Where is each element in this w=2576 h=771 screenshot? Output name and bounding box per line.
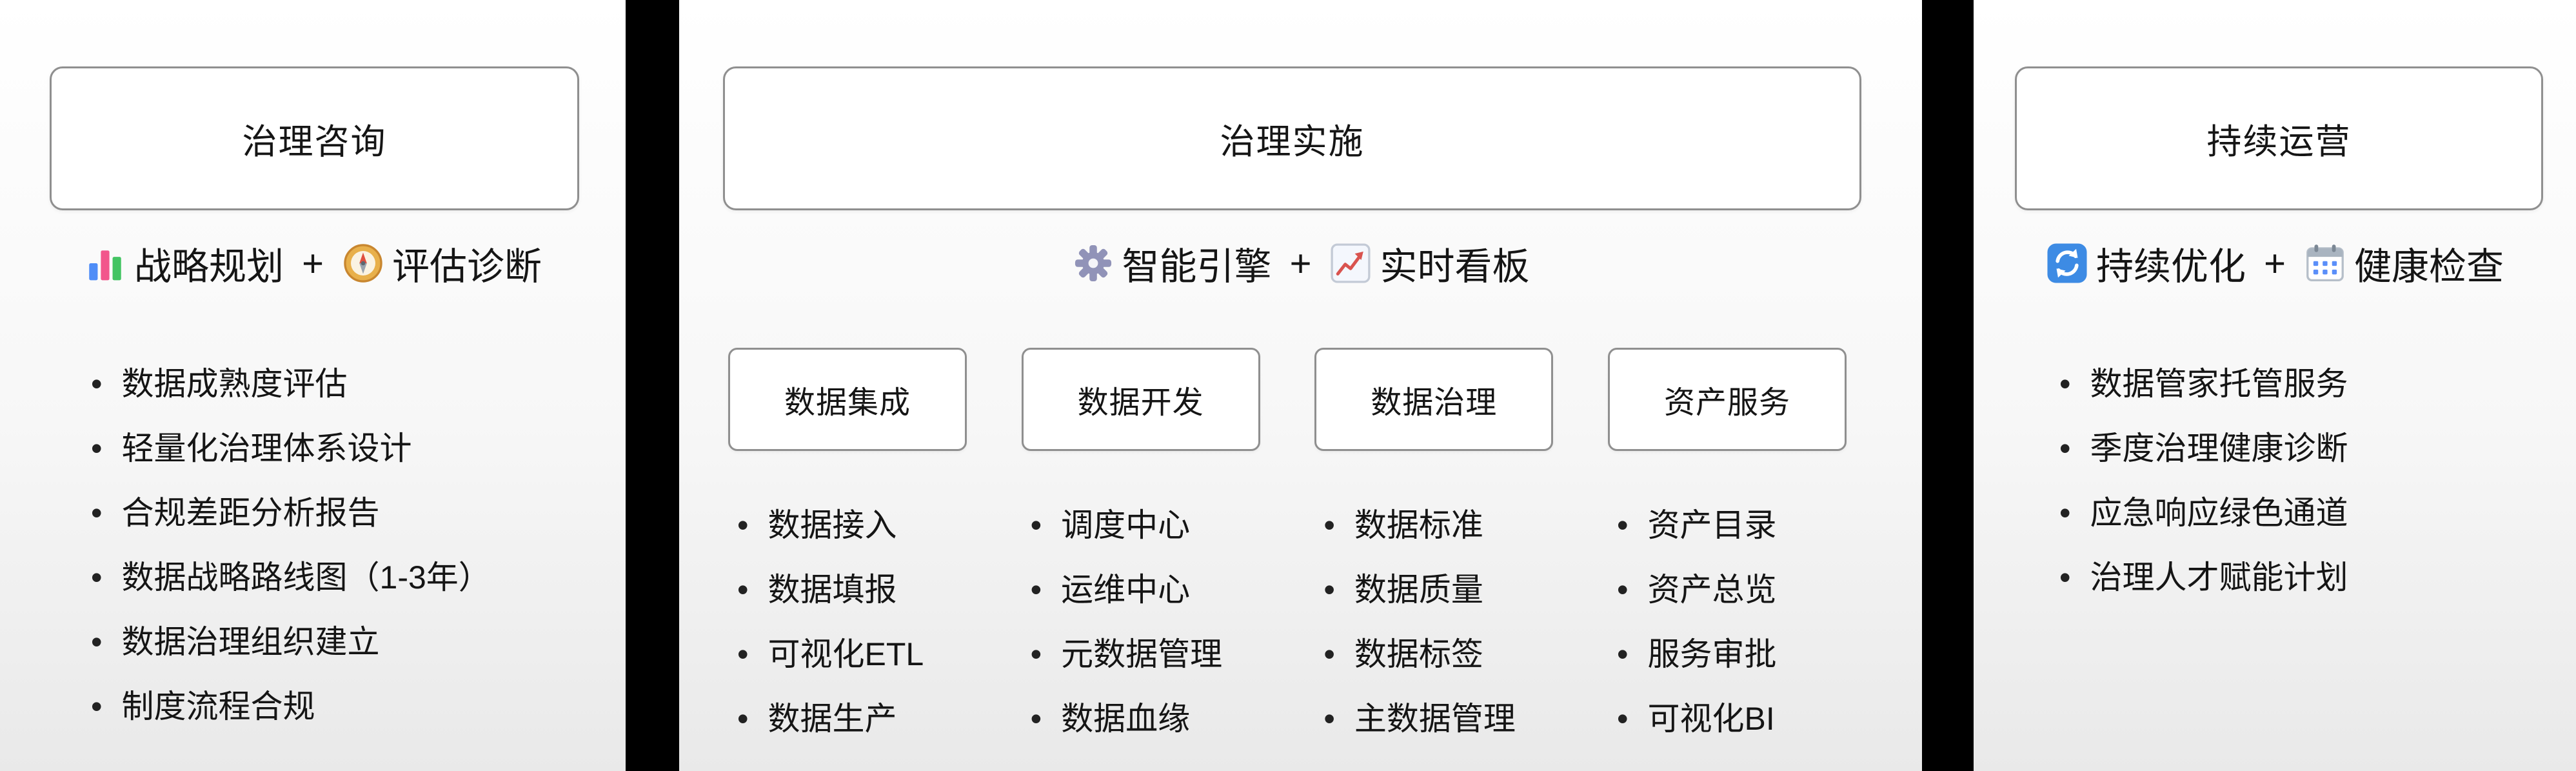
refresh-icon [2046, 242, 2088, 285]
calendar-icon [2304, 242, 2346, 285]
subtitle-label: 智能引擎 [1122, 246, 1272, 288]
gear-icon [1072, 242, 1115, 285]
list-item: 数据治理组织建立 [91, 623, 491, 661]
list-item: 调度中心 [1031, 506, 1260, 545]
list-item: 数据填报 [737, 570, 967, 609]
list-item: 数据成熟度评估 [91, 365, 491, 403]
list-item: 数据血缘 [1031, 699, 1260, 738]
column-list: 调度中心 运维中心 元数据管理 数据血缘 [1022, 506, 1260, 738]
subtitle-label: 实时看板 [1380, 246, 1530, 288]
column-header-box: 资产服务 [1607, 348, 1847, 451]
consulting-subtitle: 战略规划 + 评估诊断 [0, 240, 626, 288]
list-item: 制度流程合规 [91, 687, 491, 726]
list-item: 数据生产 [737, 699, 967, 738]
list-item: 合规差距分析报告 [91, 494, 491, 532]
list-item: 季度治理健康诊断 [2059, 429, 2348, 468]
panel-title: 治理咨询 [242, 123, 387, 161]
implementation-title-box: 治理实施 [723, 66, 1861, 210]
list-item: 可视化BI [1617, 699, 1847, 738]
column-data-governance: 数据治理 数据标准 数据质量 数据标签 主数据管理 [1314, 348, 1554, 764]
column-header: 数据治理 [1371, 386, 1498, 420]
list-item: 数据管家托管服务 [2059, 365, 2348, 403]
list-item: 数据接入 [737, 506, 967, 545]
list-item: 资产总览 [1617, 570, 1847, 609]
column-header-box: 数据治理 [1314, 348, 1554, 451]
column-asset-services: 资产服务 资产目录 资产总览 服务审批 可视化BI [1607, 348, 1847, 764]
panel-continuous-operation: 持续运营 持续优化 + [1974, 0, 2576, 771]
list-item: 资产目录 [1617, 506, 1847, 545]
panel-governance-consulting: 治理咨询 战略规划 + 评估诊断 数据成熟度评估 轻量化治理体系设计 合规差距分… [0, 0, 626, 771]
compass-icon [342, 242, 384, 285]
consulting-list: 数据成熟度评估 轻量化治理体系设计 合规差距分析报告 数据战略路线图（1-3年）… [91, 365, 491, 752]
list-item: 数据战略路线图（1-3年） [91, 558, 491, 597]
subtitle-label: 评估诊断 [391, 246, 542, 288]
panel-title: 治理实施 [1220, 123, 1365, 161]
list-item: 元数据管理 [1031, 635, 1260, 674]
column-data-development: 数据开发 调度中心 运维中心 元数据管理 数据血缘 [1021, 348, 1260, 764]
capability-columns: 数据集成 数据接入 数据填报 可视化ETL 数据生产 数据开发 调度中心 运维中… [728, 348, 1847, 764]
list-item: 服务审批 [1617, 635, 1847, 674]
plus-sign: + [2264, 242, 2286, 285]
panel-title: 持续运营 [2206, 123, 2352, 161]
subtitle-label: 战略规划 [134, 246, 284, 288]
column-header-box: 数据开发 [1021, 348, 1260, 451]
column-header: 数据开发 [1077, 386, 1204, 420]
list-item: 数据标准 [1323, 506, 1553, 545]
list-item: 数据质量 [1323, 570, 1553, 609]
list-item: 数据标签 [1323, 635, 1553, 674]
column-list: 资产目录 资产总览 服务审批 可视化BI [1608, 506, 1847, 738]
bar-chart-icon [84, 242, 126, 285]
panel-governance-implementation: 治理实施 智能引擎 + 实时看板 [679, 0, 1922, 771]
trend-chart-icon [1329, 242, 1372, 285]
column-data-integration: 数据集成 数据接入 数据填报 可视化ETL 数据生产 [728, 348, 967, 764]
column-header: 资产服务 [1663, 386, 1790, 420]
list-item: 应急响应绿色通道 [2059, 494, 2348, 532]
list-item: 运维中心 [1031, 570, 1260, 609]
plus-sign: + [302, 242, 324, 285]
subtitle-label: 持续优化 [2096, 246, 2246, 288]
column-list: 数据接入 数据填报 可视化ETL 数据生产 [728, 506, 967, 738]
column-header: 数据集成 [784, 386, 911, 420]
column-header-box: 数据集成 [728, 348, 967, 451]
operation-title-box: 持续运营 [2015, 66, 2543, 210]
operation-subtitle: 持续优化 + 健康检查 [1974, 240, 2576, 288]
consulting-title-box: 治理咨询 [50, 66, 579, 210]
implementation-subtitle: 智能引擎 + 实时看板 [679, 240, 1922, 288]
list-item: 治理人才赋能计划 [2059, 558, 2348, 597]
list-item: 主数据管理 [1323, 699, 1553, 738]
list-item: 轻量化治理体系设计 [91, 429, 491, 468]
column-list: 数据标准 数据质量 数据标签 主数据管理 [1314, 506, 1553, 738]
operation-list: 数据管家托管服务 季度治理健康诊断 应急响应绿色通道 治理人才赋能计划 [2059, 365, 2348, 623]
subtitle-label: 健康检查 [2353, 246, 2504, 288]
list-item: 可视化ETL [737, 635, 967, 674]
plus-sign: + [1289, 242, 1312, 285]
